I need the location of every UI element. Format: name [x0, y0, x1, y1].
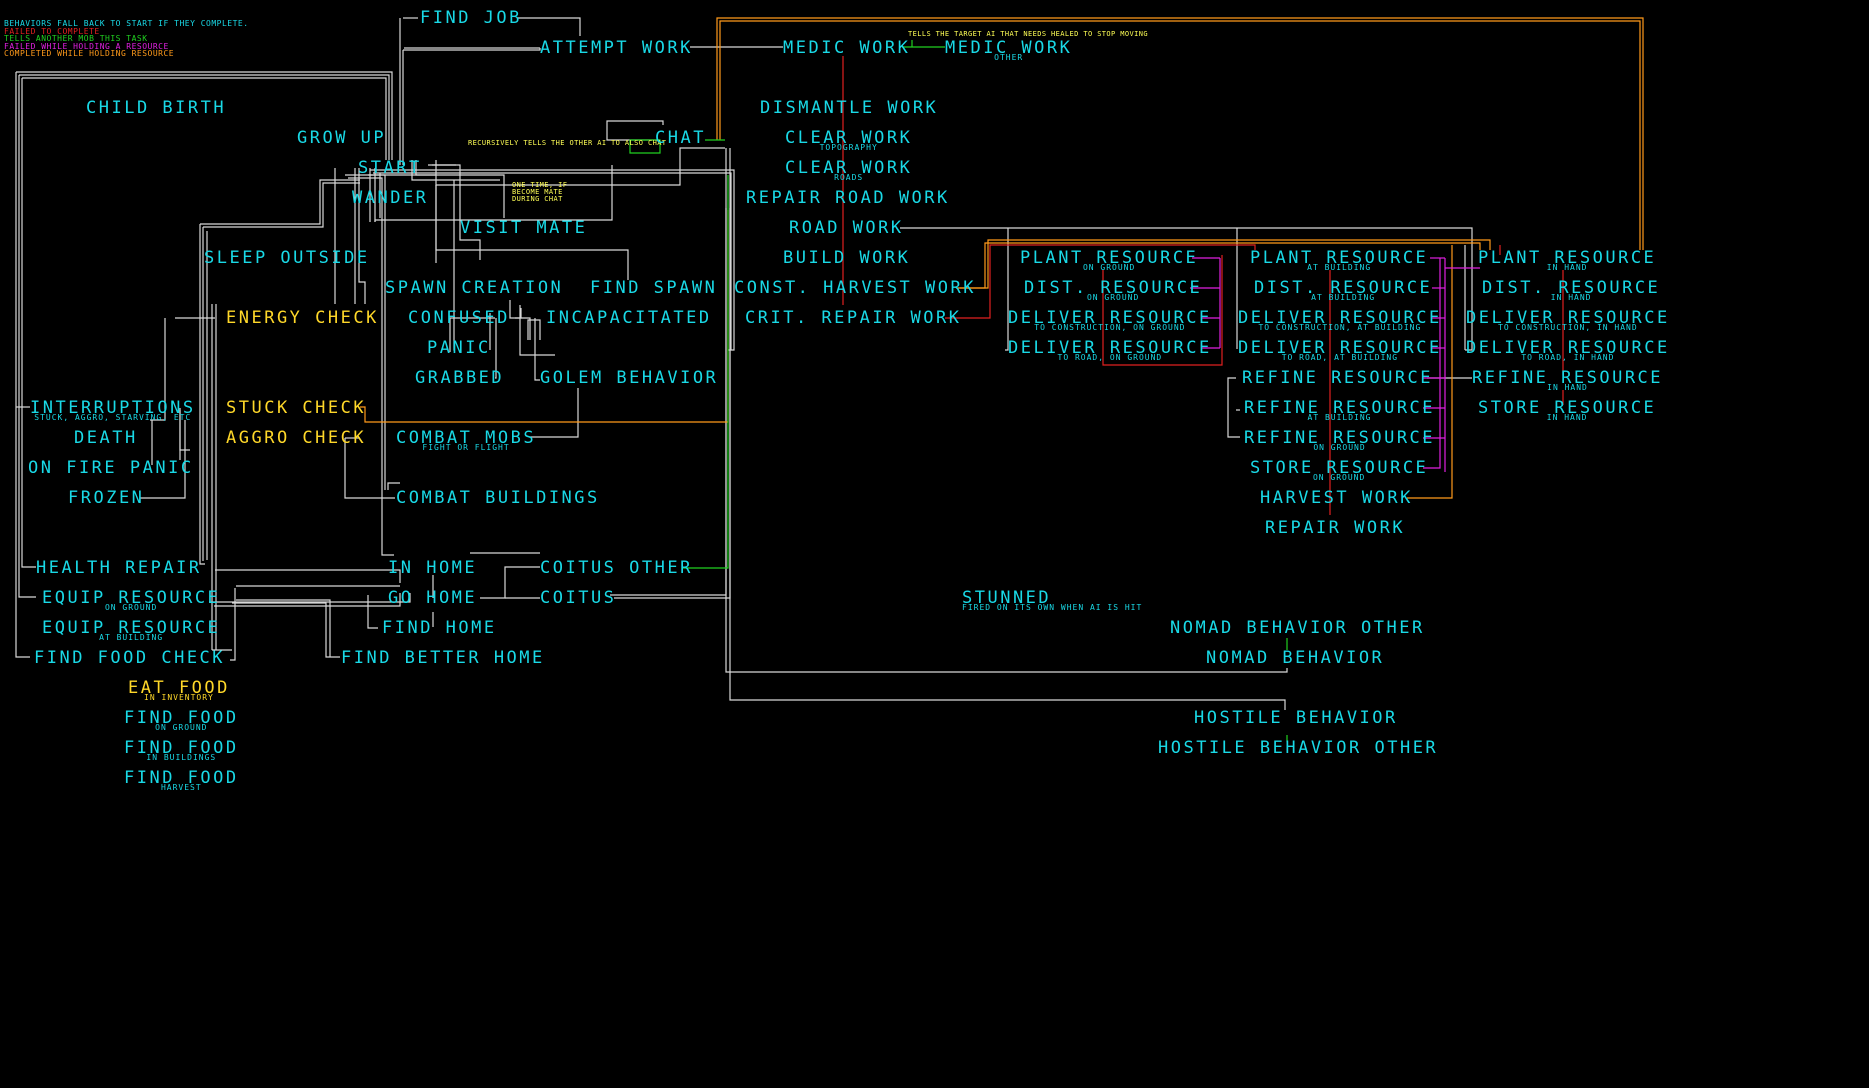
node-const-harvest-work: CONST. HARVEST WORK	[734, 278, 976, 298]
node-confused: CONFUSED	[408, 308, 510, 328]
node-medic-work: MEDIC WORK	[783, 38, 911, 58]
node-repair-road-work: REPAIR ROAD WORK	[746, 188, 950, 208]
legend-entry-tells: TELLS ANOTHER MOB THIS TASK	[4, 34, 148, 43]
node-spawn-creation: SPAWN CREATION	[385, 278, 564, 298]
legend-entry-completed-holding: COMPLETED WHILE HOLDING RESOURCE	[4, 49, 175, 58]
legend-entry-failed: FAILED TO COMPLETE	[4, 26, 100, 36]
node-child-birth: CHILD BIRTH	[86, 98, 227, 118]
node-visit-mate: VISIT MATE	[460, 218, 588, 238]
node-repair-work: REPAIR WORK	[1265, 518, 1406, 538]
node-golem-behavior: GOLEM BEHAVIOR	[540, 368, 719, 388]
node-incapacitated: INCAPACITATED	[546, 308, 712, 328]
node-wander: WANDER	[352, 188, 429, 208]
node-find-job: FIND JOB	[420, 8, 522, 28]
node-sleep-outside: SLEEP OUTSIDE	[204, 248, 370, 268]
node-find-spawn: FIND SPAWN	[590, 278, 718, 298]
legend-entry-fallback: BEHAVIORS FALL BACK TO START IF THEY COM…	[4, 19, 249, 28]
node-nomad-behavior-other: NOMAD BEHAVIOR OTHER	[1170, 618, 1425, 638]
legend: BEHAVIORS FALL BACK TO START IF THEY COM…	[4, 20, 249, 58]
node-find-food-check: FIND FOOD CHECK	[34, 648, 226, 668]
node-build-work: BUILD WORK	[783, 248, 911, 268]
node-in-home: IN HOME	[388, 558, 478, 578]
node-grow-up: GROW UP	[297, 128, 387, 148]
node-hostile-behavior: HOSTILE BEHAVIOR	[1194, 708, 1398, 728]
node-chat: CHAT	[655, 128, 706, 148]
node-frozen: FROZEN	[68, 488, 145, 508]
node-go-home: GO HOME	[388, 588, 478, 608]
node-aggro-check: AGGRO CHECK	[226, 428, 367, 448]
node-dismantle-work: DISMANTLE WORK	[760, 98, 939, 118]
node-on-fire-panic: ON FIRE PANIC	[28, 458, 194, 478]
node-road-work: ROAD WORK	[789, 218, 904, 238]
node-start: START	[358, 158, 422, 178]
node-hostile-behavior-other: HOSTILE BEHAVIOR OTHER	[1158, 738, 1439, 758]
node-energy-check: ENERGY CHECK	[226, 308, 379, 328]
node-coitus: COITUS	[540, 588, 617, 608]
node-refine-res: REFINE RESOURCE	[1242, 368, 1434, 388]
node-nomad-behavior: NOMAD BEHAVIOR	[1206, 648, 1385, 668]
note-one-time: ONE TIME, IF BECOME MATE DURING CHAT	[512, 181, 568, 203]
node-harvest-work: HARVEST WORK	[1260, 488, 1413, 508]
note-chat-recursive: RECURSIVELY TELLS THE OTHER AI TO ALSO C…	[468, 139, 667, 147]
node-coitus-other: COITUS OTHER	[540, 558, 693, 578]
node-death: DEATH	[74, 428, 138, 448]
node-combat-buildings: COMBAT BUILDINGS	[396, 488, 600, 508]
legend-entry-failed-holding: FAILED WHILE HOLDING A RESOURCE	[4, 41, 169, 51]
node-panic: PANIC	[427, 338, 491, 358]
node-health-repair: HEALTH REPAIR	[36, 558, 202, 578]
note-medic-target: TELLS THE TARGET AI THAT NEEDS HEALED TO…	[908, 30, 1148, 38]
node-find-home: FIND HOME	[382, 618, 497, 638]
node-find-better-home: FIND BETTER HOME	[341, 648, 545, 668]
node-grabbed: GRABBED	[415, 368, 505, 388]
node-attempt-work: ATTEMPT WORK	[540, 38, 693, 58]
node-stuck-check: STUCK CHECK	[226, 398, 367, 418]
node-crit-repair-work: CRIT. REPAIR WORK	[745, 308, 962, 328]
